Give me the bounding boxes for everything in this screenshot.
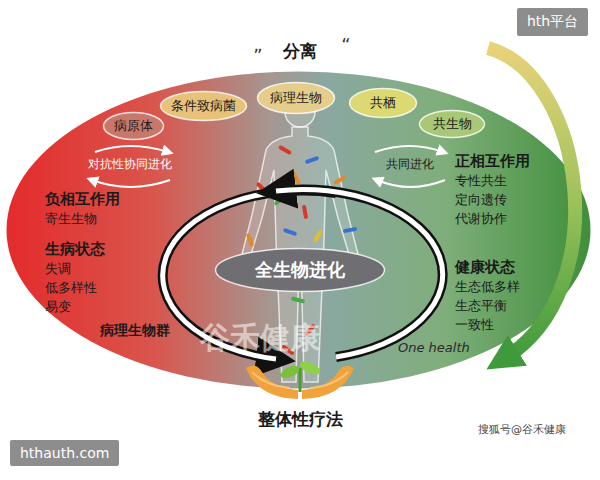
region-text: One health [398, 340, 470, 355]
region-text: 负相互作用 寄生生物 [45, 190, 120, 228]
organism-oval: 病理生物 [256, 81, 336, 115]
evolution-ellipse: 全生物进化 [214, 247, 386, 293]
organism-oval: 共生物 [418, 109, 486, 139]
organism-oval: 共栖 [348, 87, 418, 119]
region-text: 正相互作用 专性共生 定向遗传 代谢协作 [455, 152, 530, 228]
region-text: 病理生物群 [100, 322, 170, 340]
node-label: 全生物进化 [255, 258, 345, 282]
node-label: 病原体 [114, 117, 153, 135]
organism-oval: 条件致病菌 [159, 90, 248, 122]
node-label: 病理生物 [270, 89, 322, 107]
region-text: 共同进化 [386, 156, 434, 173]
separation-title: 分离 [283, 40, 317, 63]
watermark: 谷禾健康 [200, 318, 320, 359]
source-note: 搜狐号@谷禾健康 [478, 422, 566, 437]
therapy-title: 整体性疗法 [258, 408, 343, 431]
quote-mark: “ [341, 34, 350, 55]
region-text: 生病状态 失调 低多样性 易变 [45, 240, 105, 316]
region-text: 对抗性协同进化 [88, 156, 172, 173]
node-label: 条件致病菌 [171, 97, 236, 115]
quote-mark: „ [253, 34, 262, 55]
watermark-box: hth平台 [517, 8, 588, 36]
watermark-box: hthauth.com [10, 440, 119, 466]
region-text: 健康状态 生态低多样 生态平衡 一致性 [455, 258, 530, 334]
node-label: 共栖 [370, 94, 396, 112]
organism-oval: 病原体 [102, 111, 165, 141]
node-label: 共生物 [433, 115, 472, 133]
